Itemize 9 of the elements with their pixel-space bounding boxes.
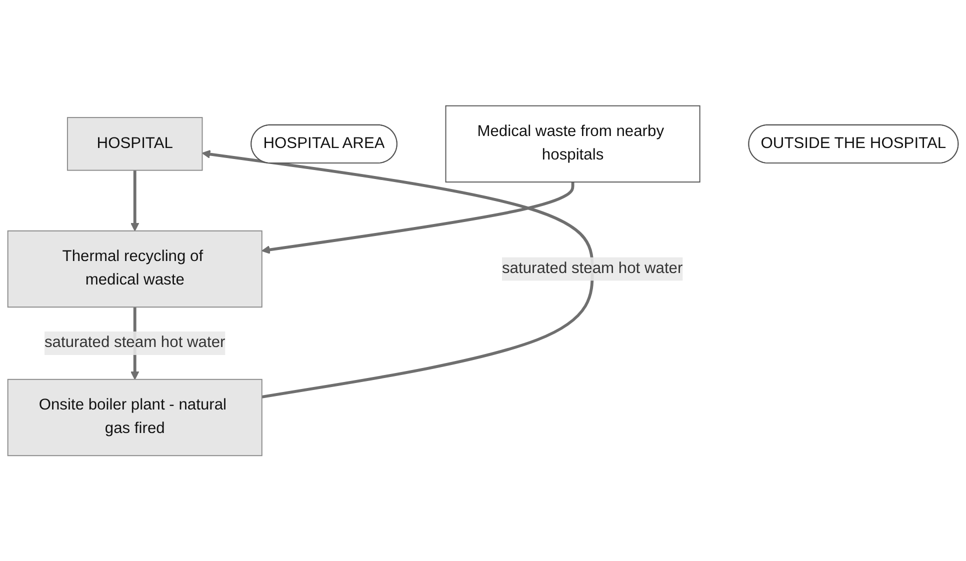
node-box: Thermal recycling of medical waste	[7, 230, 262, 308]
edge-label: saturated steam hot water	[44, 334, 226, 351]
arrow	[130, 170, 140, 232]
edge-label: saturated steam hot water	[502, 260, 683, 277]
node-box: Onsite boiler plant - natural gas fired	[7, 378, 262, 456]
node-box: HOSPITAL	[66, 116, 203, 171]
arrow	[202, 150, 594, 398]
node-box: Medical waste from nearby hospitals	[445, 105, 700, 182]
arrow	[262, 182, 574, 254]
